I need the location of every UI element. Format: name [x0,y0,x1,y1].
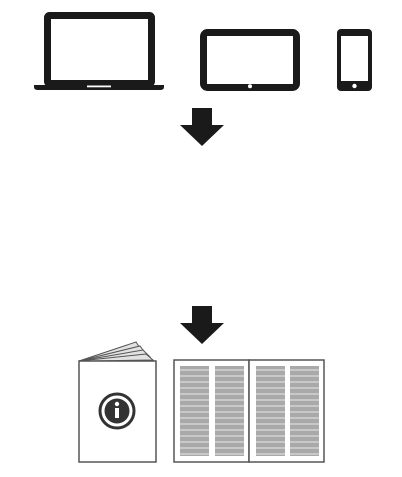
laptop-screen-frame [44,12,155,87]
arrow-down-icon [180,306,224,344]
newspaper-column [256,366,285,456]
newspaper-column [290,366,319,456]
laptop-icon [34,12,164,90]
info-icon-stem [115,408,119,418]
smartphone-icon [337,29,372,91]
newspaper-text-columns [180,366,319,456]
laptop-base [34,85,164,90]
laptop-trackpad-notch [87,85,111,88]
arrow-down-icon [180,108,224,146]
tablet-icon [200,29,300,91]
smartphone-home-button [352,83,357,89]
newspaper-spread-icon [173,359,325,463]
tablet-home-button [248,84,252,89]
tablet-frame [200,29,300,91]
newspaper-column [180,366,209,456]
info-booklet-icon [78,341,157,463]
smartphone-screen [341,36,368,81]
info-icon-dot [114,401,120,407]
newspaper-column [215,366,244,456]
booklet-fanned-pages [78,341,155,362]
